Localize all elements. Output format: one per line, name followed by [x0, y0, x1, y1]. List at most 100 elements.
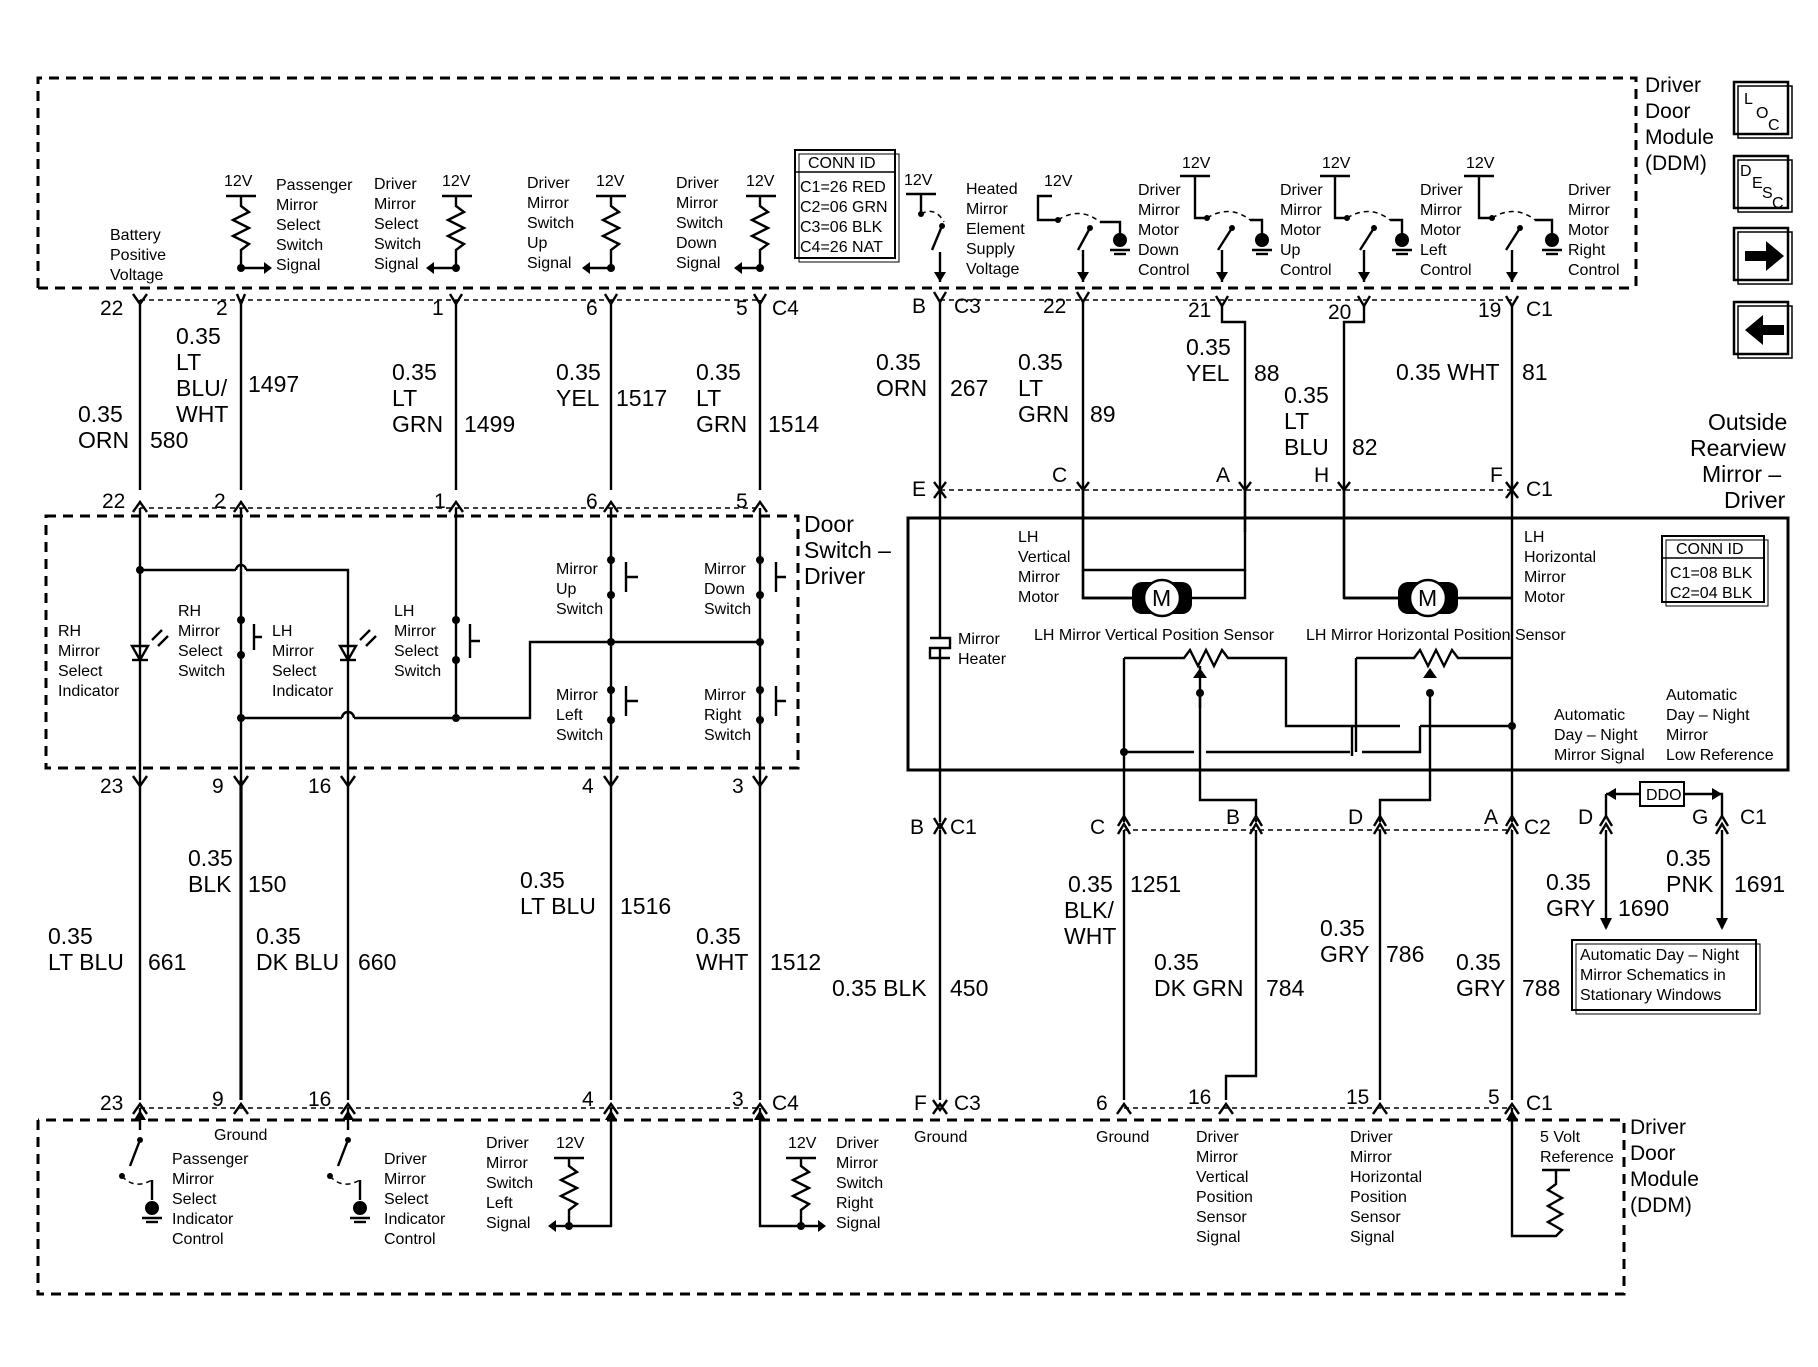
svg-text:Switch: Switch	[527, 215, 574, 232]
svg-text:Mirror: Mirror	[1568, 202, 1610, 219]
svg-text:Right: Right	[704, 707, 742, 724]
svg-text:21: 21	[1188, 299, 1211, 322]
svg-text:Heater: Heater	[958, 651, 1007, 668]
svg-text:Mirror: Mirror	[958, 631, 1000, 648]
svg-text:12V: 12V	[1466, 155, 1495, 172]
svg-text:Mirror: Mirror	[1196, 1149, 1238, 1166]
svg-text:660: 660	[358, 949, 396, 975]
svg-text:23: 23	[100, 775, 123, 798]
vertical-motor: M	[1081, 570, 1247, 618]
svg-text:Driver: Driver	[1138, 182, 1181, 199]
svg-text:1499: 1499	[464, 411, 515, 437]
svg-text:Switch: Switch	[556, 727, 603, 744]
svg-text:Signal: Signal	[374, 256, 418, 273]
svg-text:Switch: Switch	[178, 663, 225, 680]
wire-1497: 0.35 LT BLU/ WHT 1497	[176, 323, 299, 427]
svg-text:Right: Right	[836, 1195, 874, 1212]
svg-text:DK GRN: DK GRN	[1154, 975, 1243, 1001]
wire-1691: 0.35 PNK 1691	[1666, 845, 1785, 897]
mirror-pins-bottom: B C1 C B D A C2 D G C1	[910, 806, 1767, 839]
svg-text:Down: Down	[704, 581, 745, 598]
switch-left-label: Driver Mirror Switch Left Signal	[486, 1135, 533, 1232]
svg-text:LH: LH	[1018, 529, 1038, 546]
svg-text:BLU/: BLU/	[176, 375, 228, 401]
svg-text:Indicator: Indicator	[384, 1211, 446, 1228]
svg-text:Day – Night: Day – Night	[1666, 707, 1750, 724]
next-arrow-icon[interactable]	[1732, 226, 1793, 285]
svg-text:784: 784	[1266, 975, 1305, 1001]
ground-labels: Ground Ground Ground	[214, 1127, 1149, 1146]
svg-text:Sensor: Sensor	[1196, 1209, 1247, 1226]
svg-text:Driver: Driver	[384, 1151, 427, 1168]
svg-text:LT: LT	[176, 349, 201, 375]
svg-text:Switch –: Switch –	[804, 537, 891, 563]
svg-text:Control: Control	[1568, 262, 1620, 279]
svg-text:DDO: DDO	[1646, 787, 1682, 804]
svg-text:LT BLU: LT BLU	[48, 949, 124, 975]
svg-text:0.35: 0.35	[876, 349, 921, 375]
svg-text:16: 16	[308, 775, 331, 798]
svg-text:Switch: Switch	[394, 663, 441, 680]
svg-text:19: 19	[1478, 299, 1501, 322]
svg-text:Horizontal: Horizontal	[1350, 1169, 1422, 1186]
svg-text:Driver: Driver	[1420, 182, 1463, 199]
motor-right-label: Driver Mirror Motor Right Control	[1568, 182, 1620, 279]
svg-text:BLK/: BLK/	[1064, 897, 1114, 923]
svg-text:Driver: Driver	[804, 563, 866, 589]
svg-text:B: B	[1226, 806, 1240, 829]
svg-text:Door: Door	[1630, 1142, 1676, 1165]
svg-text:4: 4	[582, 1088, 594, 1111]
ddm-bottom-title: Driver Door Module (DDM)	[1630, 1116, 1699, 1217]
svg-text:Voltage: Voltage	[110, 267, 163, 284]
door-switch-boundary	[44, 514, 800, 770]
svg-text:1691: 1691	[1734, 871, 1785, 897]
svg-text:Switch: Switch	[276, 237, 323, 254]
h-sensor-label: LH Mirror Horizontal Position Sensor	[1306, 627, 1566, 644]
svg-text:89: 89	[1090, 401, 1116, 427]
relay-motor-right: 12V	[1464, 155, 1562, 282]
svg-text:1497: 1497	[248, 371, 299, 397]
svg-text:Control: Control	[172, 1231, 224, 1248]
svg-text:661: 661	[148, 949, 186, 975]
loc-icon[interactable]: L O C	[1732, 80, 1793, 139]
svg-text:Up: Up	[556, 581, 577, 598]
svg-text:Position: Position	[1196, 1189, 1253, 1206]
svg-text:Driver: Driver	[374, 176, 417, 193]
mirror-up-label: Mirror Up Switch	[556, 561, 603, 618]
svg-text:Mirror: Mirror	[704, 561, 746, 578]
svg-text:1690: 1690	[1618, 895, 1669, 921]
svg-text:Mirror –: Mirror –	[1702, 461, 1781, 487]
svg-text:YEL: YEL	[556, 385, 600, 411]
svg-text:0.35: 0.35	[1068, 871, 1113, 897]
door-switch-pins-bottom: 23 9 16 4 3	[100, 775, 768, 798]
wire-788: 0.35 GRY 788	[1456, 949, 1560, 1001]
mirror-down-label: Mirror Down Switch	[704, 561, 751, 618]
svg-text:Vertical: Vertical	[1196, 1169, 1248, 1186]
svg-text:LT: LT	[1284, 408, 1309, 434]
svg-text:GRY: GRY	[1546, 895, 1595, 921]
svg-text:12V: 12V	[746, 173, 775, 190]
pass-indicator-driver	[119, 1108, 162, 1224]
svg-text:0.35 BLK: 0.35 BLK	[832, 975, 927, 1001]
switch-up-label: Driver Mirror Switch Up Signal	[527, 175, 574, 272]
svg-text:Stationary Windows: Stationary Windows	[1580, 987, 1721, 1004]
svg-text:16: 16	[308, 1088, 331, 1111]
svg-text:Control: Control	[1420, 262, 1472, 279]
svg-text:(DDM): (DDM)	[1630, 1194, 1692, 1217]
svg-text:20: 20	[1328, 301, 1351, 324]
svg-text:5 Volt: 5 Volt	[1540, 1129, 1581, 1146]
svg-text:C: C	[1768, 117, 1780, 134]
svg-text:Mirror: Mirror	[374, 196, 416, 213]
svg-text:4: 4	[582, 775, 594, 798]
svg-text:5: 5	[736, 297, 748, 320]
auto-schematic-reference[interactable]: Automatic Day – Night Mirror Schematics …	[1571, 939, 1761, 1015]
wire-150: 0.35 BLK 150	[188, 845, 286, 897]
svg-text:Down: Down	[676, 235, 717, 252]
pullup-switch-left: 12V	[548, 1108, 617, 1232]
prev-arrow-icon[interactable]	[1732, 300, 1793, 359]
svg-text:Mirror: Mirror	[1666, 727, 1708, 744]
wire-580: 0.35 ORN 580	[78, 401, 188, 453]
desc-icon[interactable]: D E S C	[1732, 154, 1793, 213]
svg-text:C2=04 BLK: C2=04 BLK	[1670, 585, 1753, 602]
svg-text:Mirror: Mirror	[394, 623, 436, 640]
